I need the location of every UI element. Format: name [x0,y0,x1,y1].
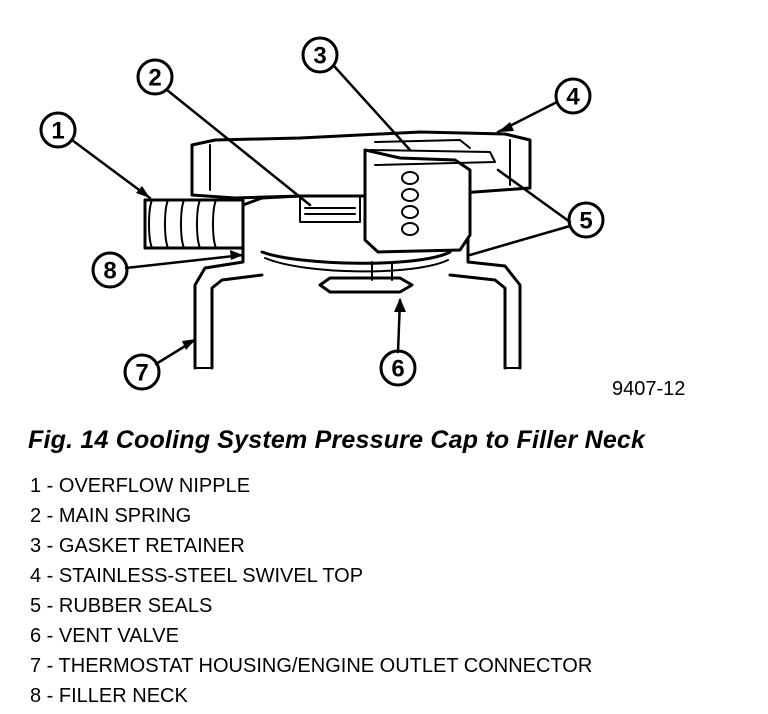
filler-neck-outline-right [466,248,522,370]
callout-4: 4 [566,84,580,111]
legend-item: 2 - MAIN SPRING [30,505,192,527]
figure-code: 9407-12 [612,378,686,400]
legend-item: 5 - RUBBER SEALS [30,595,213,617]
main-spring-coils [401,171,419,236]
filler-neck-outline [193,248,245,370]
parts-legend: 1 - OVERFLOW NIPPLE 2 - MAIN SPRING 3 - … [30,471,592,711]
lower-seal [260,250,452,265]
legend-item: 4 - STAINLESS-STEEL SWIVEL TOP [30,565,364,587]
legend-item: 6 - VENT VALVE [30,625,179,647]
legend-item: 1 - OVERFLOW NIPPLE [30,475,251,497]
callout-5: 5 [579,208,592,235]
callout-3: 3 [313,43,326,70]
vent-valve [318,276,414,294]
callout-1: 1 [51,118,64,145]
figure-caption: Fig. 14 Cooling System Pressure Cap to F… [28,426,646,454]
legend-item: 7 - THERMOSTAT HOUSING/ENGINE OUTLET CON… [30,655,593,677]
callout-7: 7 [135,360,148,387]
callout-2: 2 [148,65,161,92]
legend-item: 8 - FILLER NECK [30,685,188,707]
legend-item: 3 - GASKET RETAINER [30,535,245,557]
overflow-nipple [143,198,245,250]
spring-housing [363,148,472,254]
swivel-top [190,130,532,200]
callout-8: 8 [103,258,116,285]
pressure-cap-diagram: 1 2 3 4 5 6 7 8 [39,36,605,391]
callout-6: 6 [391,356,404,383]
